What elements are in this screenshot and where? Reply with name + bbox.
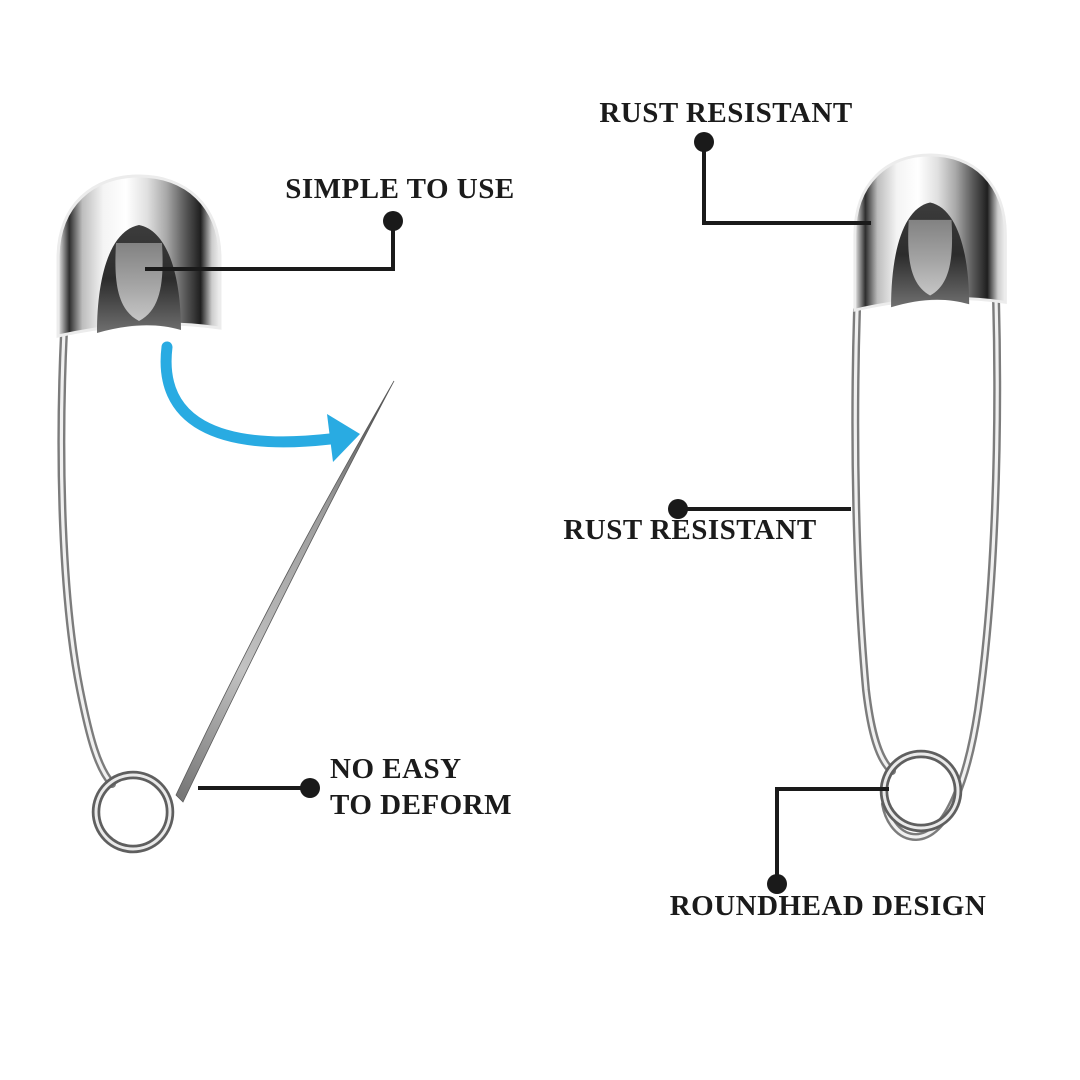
- label-simple-to-use: SIMPLE TO USE: [285, 173, 515, 205]
- label-rust-resistant-side: RUST RESISTANT: [563, 514, 817, 546]
- open-safety-pin: [56, 174, 395, 854]
- callout-no-easy-to-deform: [198, 778, 320, 798]
- label-no-easy-line2: TO DEFORM: [330, 789, 512, 821]
- label-rust-resistant-top: RUST RESISTANT: [599, 97, 853, 129]
- closed-safety-pin: [851, 153, 1007, 842]
- pin-clasp-head: [853, 153, 1007, 312]
- callout-simple-to-use: [145, 211, 403, 271]
- callout-rust-resistant-top: [694, 132, 871, 225]
- label-no-easy-to-deform: NO EASY TO DEFORM: [330, 751, 512, 823]
- pin-clasp-head: [56, 174, 222, 338]
- callout-roundhead-design: [767, 787, 889, 894]
- label-roundhead-design: ROUNDHEAD DESIGN: [669, 890, 987, 922]
- label-no-easy-line1: NO EASY: [330, 753, 462, 785]
- callout-rust-resistant-side: [668, 499, 851, 519]
- pin-needle-point: [175, 380, 395, 803]
- open-motion-arrow: [160, 341, 360, 462]
